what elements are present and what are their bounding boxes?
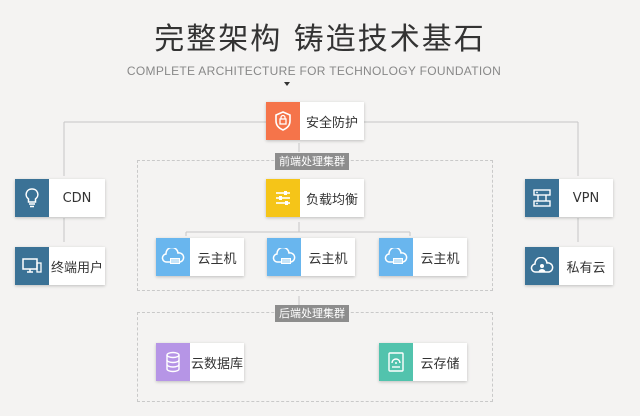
cloud-host-node-2[interactable]: 云主机 bbox=[267, 238, 355, 276]
cloud-database-node[interactable]: 云数据库 bbox=[156, 343, 244, 381]
cdn-node[interactable]: CDN bbox=[15, 179, 105, 217]
private-cloud-node[interactable]: 私有云 bbox=[525, 247, 613, 285]
vpn-label: VPN bbox=[572, 190, 600, 206]
cdn-label: CDN bbox=[62, 190, 92, 206]
cloud-server-icon bbox=[156, 238, 190, 276]
load-balancer-node[interactable]: 负载均衡 bbox=[266, 179, 364, 217]
cloud-host-node-1[interactable]: 云主机 bbox=[156, 238, 244, 276]
frontend-cluster-label: 前端处理集群 bbox=[275, 153, 349, 170]
shield-icon bbox=[266, 102, 300, 140]
cloud-server-icon bbox=[379, 238, 413, 276]
lightbulb-icon bbox=[15, 179, 49, 217]
page-title: 完整架构 铸造技术基石 bbox=[154, 22, 486, 57]
cloud-database-label: 云数据库 bbox=[190, 356, 243, 372]
cloud-host-label: 云主机 bbox=[308, 251, 348, 267]
caret-down-icon bbox=[284, 82, 290, 86]
cloud-server-icon bbox=[267, 238, 301, 276]
cloud-host-label: 云主机 bbox=[420, 251, 460, 267]
page-subtitle: COMPLETE ARCHITECTURE FOR TECHNOLOGY FOU… bbox=[126, 64, 502, 78]
security-label: 安全防护 bbox=[305, 115, 358, 131]
end-user-node[interactable]: 终端用户 bbox=[15, 247, 105, 285]
network-icon bbox=[525, 179, 559, 217]
load-balancer-label: 负载均衡 bbox=[305, 192, 358, 208]
monitor-icon bbox=[15, 247, 49, 285]
backend-cluster-label: 后端处理集群 bbox=[275, 305, 349, 322]
cloud-storage-label: 云存储 bbox=[420, 356, 460, 372]
sliders-icon bbox=[266, 179, 300, 217]
vpn-node[interactable]: VPN bbox=[525, 179, 613, 217]
database-icon bbox=[156, 343, 190, 381]
security-node[interactable]: 安全防护 bbox=[266, 102, 364, 140]
storage-icon bbox=[379, 343, 413, 381]
cloud-host-label: 云主机 bbox=[197, 251, 237, 267]
private-cloud-label: 私有云 bbox=[566, 260, 606, 276]
cloud-host-node-3[interactable]: 云主机 bbox=[379, 238, 467, 276]
cloud-user-icon bbox=[525, 247, 559, 285]
cloud-storage-node[interactable]: 云存储 bbox=[379, 343, 467, 381]
end-user-label: 终端用户 bbox=[50, 260, 103, 276]
